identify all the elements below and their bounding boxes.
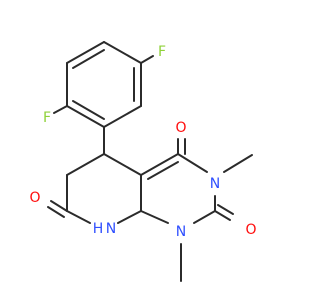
bond: [214, 210, 231, 221]
bond-lines: [47, 41, 253, 282]
atom-labels: F F O O O N N N H: [29, 44, 256, 240]
bond: [103, 41, 142, 64]
bond: [72, 49, 105, 69]
nitrogen-atom-label: N: [176, 224, 186, 240]
bond: [177, 153, 208, 173]
nitrogen-atom-label: N: [106, 221, 116, 237]
bond: [72, 100, 105, 120]
bond: [147, 161, 179, 180]
molecule-structure-diagram: F F O O O N N N H: [29, 41, 257, 282]
bond: [103, 153, 142, 176]
bond: [140, 55, 154, 64]
oxygen-atom-label: O: [245, 222, 256, 238]
bond: [140, 210, 169, 224]
oxygen-atom-label: O: [29, 190, 40, 206]
bond: [66, 210, 91, 224]
bond: [66, 105, 105, 128]
bond: [66, 41, 105, 64]
bond: [103, 105, 142, 128]
bond: [140, 153, 179, 176]
fluorine-atom-label: F: [158, 44, 166, 60]
nitrogen-atom-label: N: [210, 176, 220, 192]
bond: [217, 204, 234, 215]
bond: [223, 154, 253, 173]
bond: [66, 153, 105, 176]
bond: [193, 210, 216, 224]
hydrogen-atom-label: H: [93, 221, 104, 237]
oxygen-atom-label: O: [175, 120, 186, 136]
bond: [117, 210, 142, 224]
bond: [50, 200, 68, 212]
bond: [47, 206, 65, 218]
fluorine-atom-label: F: [43, 110, 51, 126]
bond: [53, 105, 68, 114]
